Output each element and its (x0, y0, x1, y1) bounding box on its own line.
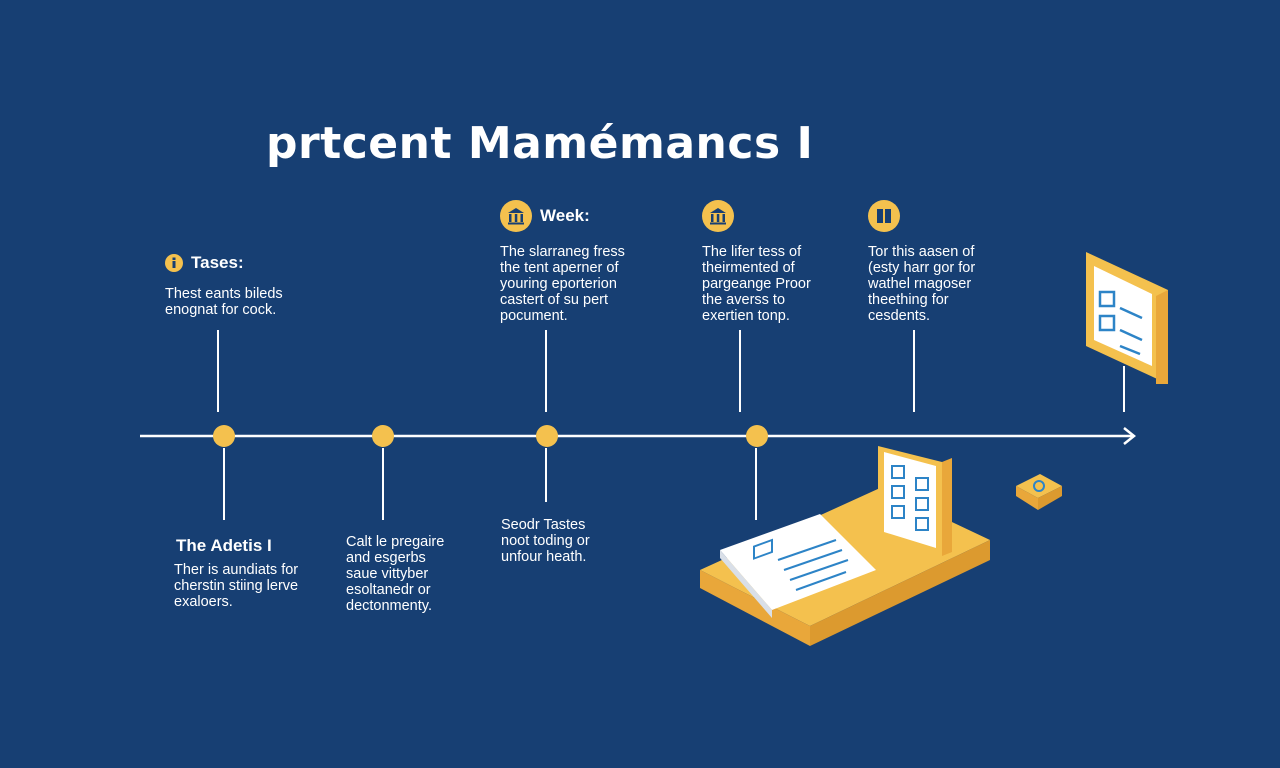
platform-illustration (700, 446, 990, 646)
bottom-block-3: Seodr Tastes noot toding or unfour heath… (501, 517, 590, 565)
top-block-3-line-3: pargeange Proor (702, 276, 811, 292)
timeline-node-4 (746, 425, 768, 447)
bottom-block-1-line-3: exaloers. (174, 594, 233, 610)
bottom-block-3-line-2: noot toding or (501, 533, 590, 549)
timeline-node-2 (372, 425, 394, 447)
top-block-1: Tases: Thest eants bileds enognat for co… (165, 254, 283, 318)
top-block-4-line-1: Tor this aasen of (868, 244, 975, 260)
top-block-3-line-2: theirmented of (702, 260, 795, 276)
top-block-4-line-2: (esty harr gor for (868, 260, 976, 276)
timeline-node-1 (213, 425, 235, 447)
top-block-2-heading: Week: (540, 206, 590, 225)
bank-icon (702, 200, 734, 232)
book-icon (868, 200, 900, 232)
top-block-1-line-1: Thest eants bileds (165, 286, 283, 302)
bottom-block-3-line-3: unfour heath. (501, 549, 587, 565)
top-block-3-line-1: The lifer tess of (702, 244, 802, 260)
bottom-block-2-line-2: and esgerbs (346, 550, 426, 566)
top-block-2: Week: The slarraneg fress the tent apern… (500, 200, 625, 324)
top-block-2-line-3: youring eporterion (500, 276, 617, 292)
bottom-block-1-line-2: cherstin stiing lerve (174, 578, 299, 594)
bottom-block-2-line-5: dectonmenty. (346, 598, 432, 614)
bottom-block-2-line-3: saue vittyber (346, 566, 429, 582)
top-block-3-line-5: exertien tonp. (702, 308, 790, 324)
top-block-4-line-4: theething for (868, 292, 949, 308)
timeline-arrowhead (1123, 427, 1137, 445)
top-block-2-line-4: castert of su pert (500, 292, 608, 308)
top-block-2-line-5: pocument. (500, 308, 568, 324)
bottom-block-1-heading: The Adetis I (176, 536, 272, 555)
top-block-3-line-4: the averss to (702, 292, 786, 308)
bottom-block-3-line-1: Seodr Tastes (501, 517, 586, 533)
bottom-block-2: Calt le pregaire and esgerbs saue vittyb… (346, 534, 444, 614)
timeline-node-3 (536, 425, 558, 447)
bottom-block-2-line-1: Calt le pregaire (346, 534, 445, 550)
top-block-3: The lifer tess of theirmented of pargean… (702, 200, 811, 324)
top-block-2-line-1: The slarraneg fress (500, 244, 625, 260)
top-block-4-line-3: wathel rnagoser (868, 276, 972, 292)
checklist-panel-illustration (1086, 252, 1168, 384)
bottom-block-1-line-1: Ther is aundiats for (174, 562, 299, 578)
bank-icon (500, 200, 532, 232)
top-block-4: Tor this aasen of (esty harr gor for wat… (868, 200, 975, 324)
top-block-1-heading: Tases: (191, 253, 244, 272)
bottom-block-2-line-4: esoltanedr or (346, 582, 431, 598)
top-block-1-line-2: enognat for cock. (165, 302, 277, 318)
top-block-4-line-5: cesdents. (868, 308, 931, 324)
top-block-2-line-2: the tent aperner of (500, 260, 619, 276)
small-cube-icon (1016, 474, 1062, 510)
info-icon (165, 254, 183, 272)
diagram-title: prtcent Mamémancs I (266, 118, 814, 169)
bottom-block-1: The Adetis I Ther is aundiats for cherst… (174, 536, 299, 610)
